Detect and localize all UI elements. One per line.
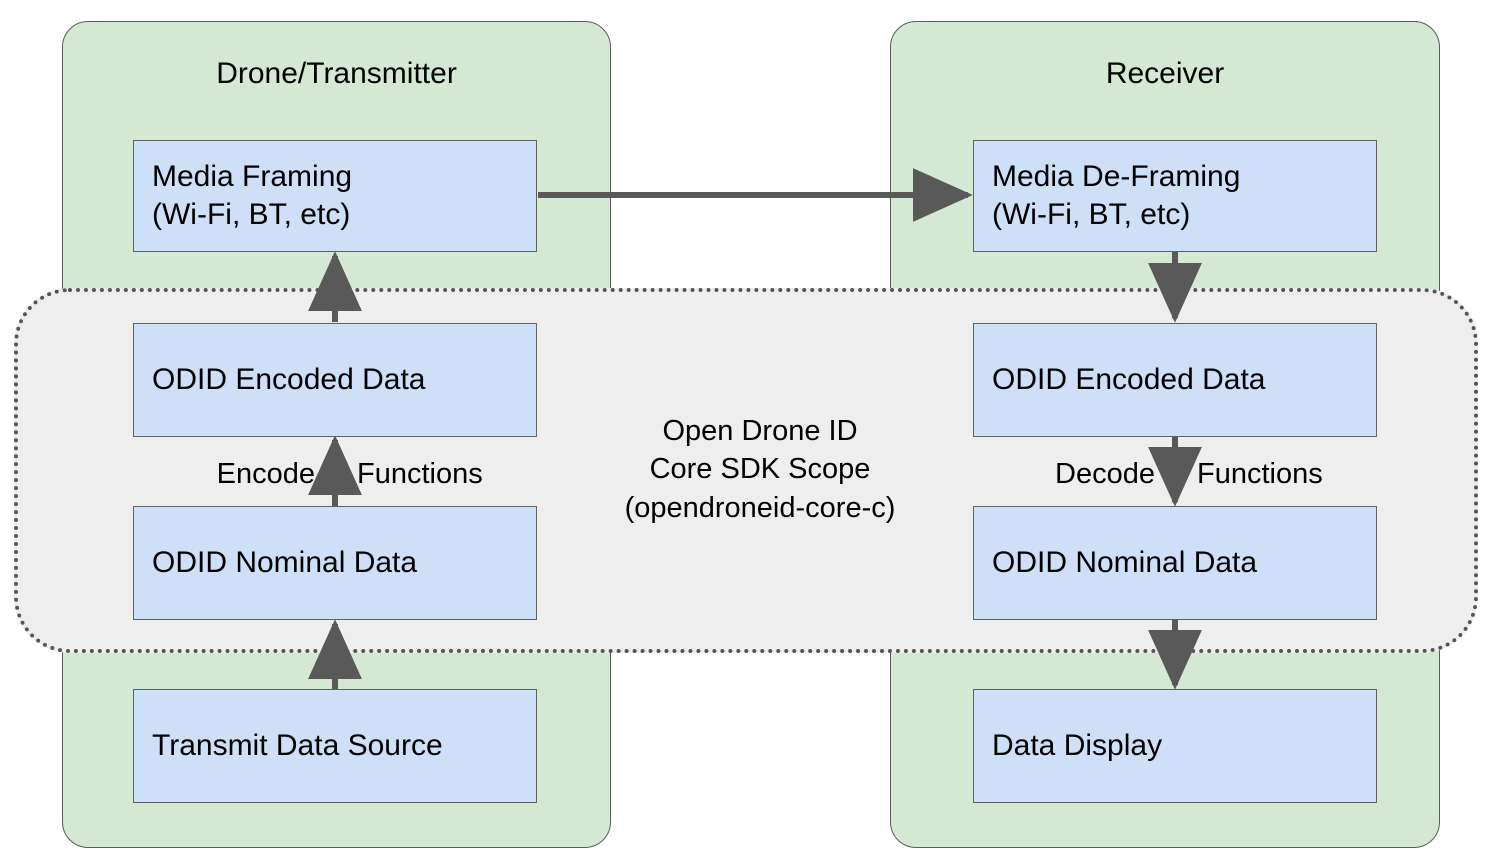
node-rx-odid-encoded-data[interactable]: ODID Encoded Data [973, 323, 1377, 437]
edge-label-decode: Decode [1055, 458, 1155, 490]
node-transmit-data-source[interactable]: Transmit Data Source [133, 689, 537, 803]
node-tx-odid-nominal-data[interactable]: ODID Nominal Data [133, 506, 537, 620]
panel-title-text: Drone/Transmitter [216, 57, 457, 90]
panel-title-receiver: Receiver [890, 57, 1440, 90]
edge-label-encode-functions: Functions [357, 458, 483, 490]
node-label: ODID Nominal Data [992, 546, 1258, 580]
node-label: ODID Nominal Data [152, 546, 418, 580]
edge-label-decode-functions: Functions [1197, 458, 1323, 490]
node-data-display[interactable]: Data Display [973, 689, 1377, 803]
node-label: Data Display [992, 729, 1163, 763]
sdk-scope-label: Open Drone ID Core SDK Scope (opendronei… [624, 415, 896, 524]
node-tx-odid-encoded-data[interactable]: ODID Encoded Data [133, 323, 537, 437]
node-label: ODID Encoded Data [152, 363, 426, 397]
node-label: ODID Encoded Data [992, 363, 1266, 397]
node-media-de-framing[interactable]: Media De-Framing (Wi-Fi, BT, etc) [973, 140, 1377, 252]
node-label: Media De-Framing (Wi-Fi, BT, etc) [992, 160, 1241, 231]
node-media-framing[interactable]: Media Framing (Wi-Fi, BT, etc) [133, 140, 537, 252]
node-rx-odid-nominal-data[interactable]: ODID Nominal Data [973, 506, 1377, 620]
node-label: Media Framing (Wi-Fi, BT, etc) [152, 160, 353, 231]
panel-title-drone-transmitter: Drone/Transmitter [62, 57, 611, 90]
node-label: Transmit Data Source [152, 729, 443, 763]
panel-title-text: Receiver [1105, 57, 1225, 90]
edge-label-encode: Encode [216, 458, 315, 490]
